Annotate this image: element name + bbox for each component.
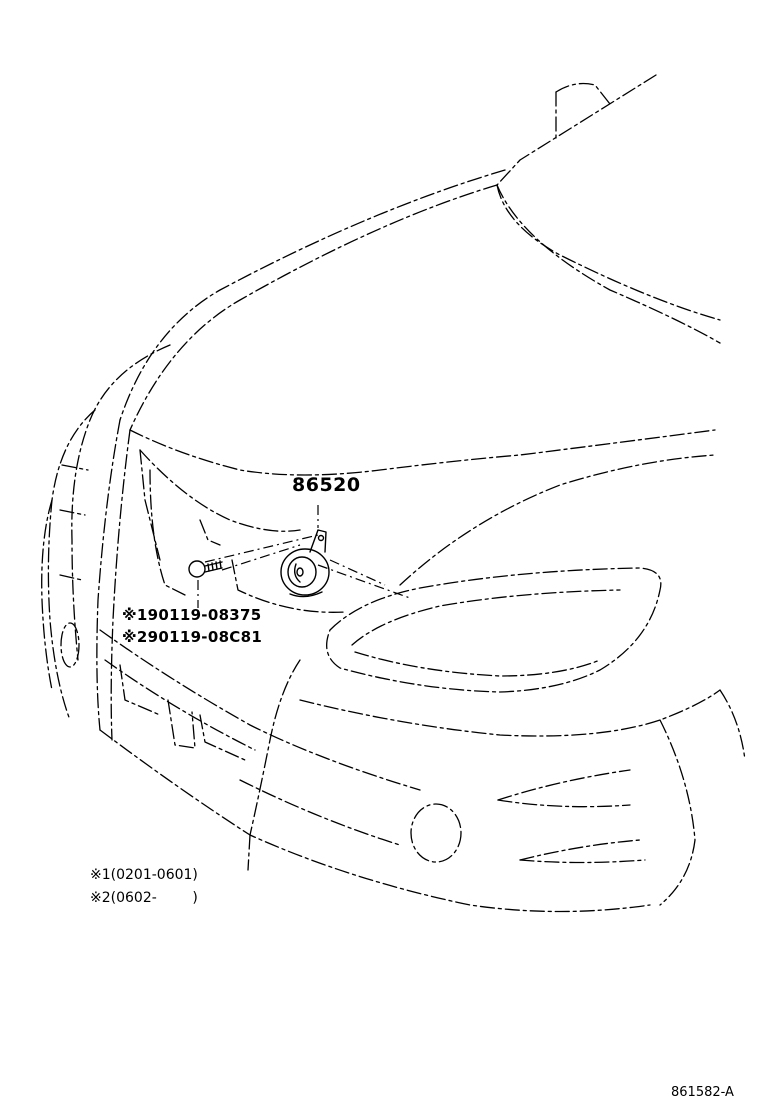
leader-lines [197, 505, 411, 608]
production-note-2: ※2(0602- ) [90, 890, 198, 906]
front-bumper-outline [99, 659, 746, 913]
horn-icon [280, 529, 330, 598]
grille-outline [99, 449, 421, 791]
hood-outline [96, 169, 716, 741]
headlamp-outline [326, 567, 662, 693]
horn-part-number: 86520 [292, 474, 361, 496]
bolt-part-number-1: ※190119-08375 [122, 606, 262, 624]
bolt-icon [188, 560, 223, 578]
bolt-part-number-2: ※290119-08C81 [122, 628, 263, 646]
windshield-outline [496, 74, 721, 344]
left-fender-outline [41, 344, 171, 721]
illustration-reference: 861582-A [671, 1085, 734, 1100]
production-note-1: ※1(0201-0601) [90, 867, 198, 883]
